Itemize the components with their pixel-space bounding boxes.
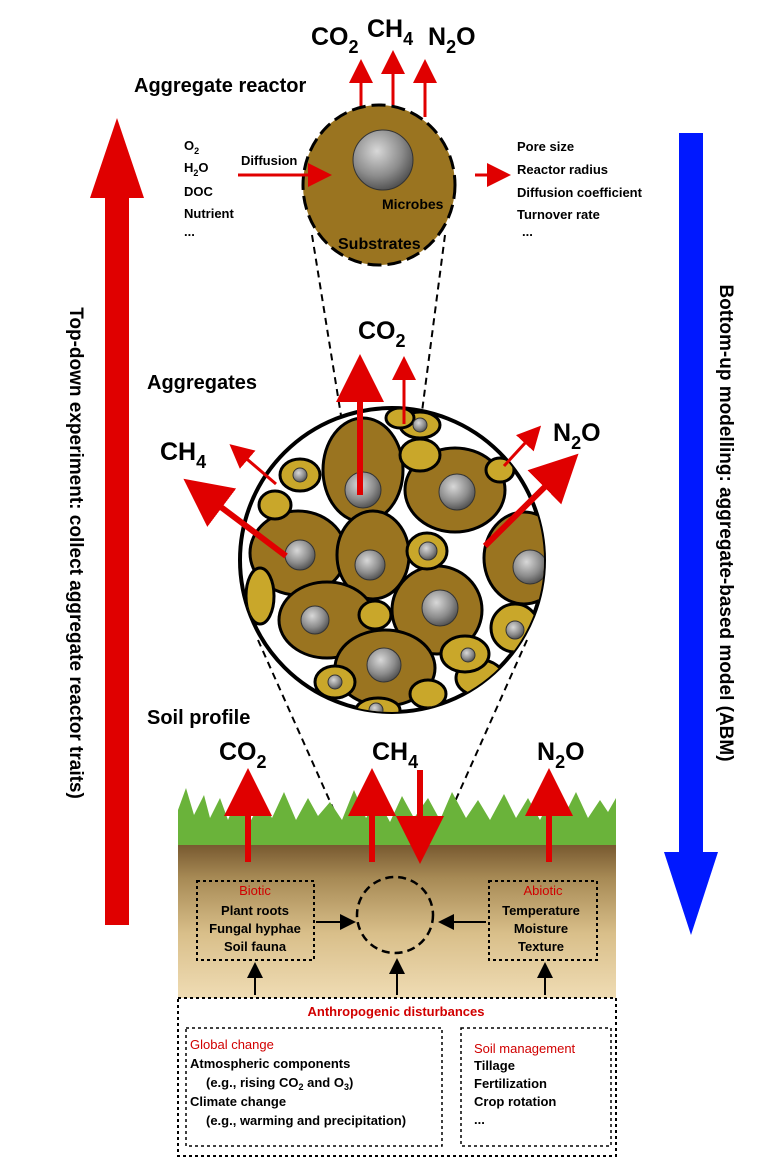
aggregate-emission-arrows <box>183 354 579 559</box>
input-more: ... <box>184 224 195 239</box>
aggregate-cluster <box>238 406 546 714</box>
substrates-label: Substrates <box>338 236 421 253</box>
driver-arrows <box>247 914 553 995</box>
abiotic-title: Abiotic <box>523 883 563 898</box>
global-change-climate-example: (e.g., warming and precipitation) <box>206 1113 406 1128</box>
top-down-label: Top-down experiment: collect aggregate r… <box>65 307 86 799</box>
input-doc: DOC <box>184 184 214 199</box>
reactor-gas-ch4: CH4 <box>367 15 413 49</box>
global-change-title: Global change <box>190 1037 274 1052</box>
anthropogenic-box: Anthropogenic disturbances Global change… <box>177 997 617 1157</box>
reactor-gas-labels: CO2 CH4 N2O <box>311 15 476 57</box>
input-o2: O2 <box>184 138 199 156</box>
abiotic-item-moisture: Moisture <box>514 921 568 936</box>
reactor-title: Aggregate reactor <box>134 75 306 97</box>
abiotic-item-temperature: Temperature <box>502 903 580 918</box>
soil-management-box <box>460 1027 612 1147</box>
diffusion-label: Diffusion <box>241 153 297 168</box>
reactor-microbe-cluster <box>352 129 414 191</box>
soil-management-title: Soil management <box>474 1041 576 1056</box>
reactor-gas-co2: CO2 <box>311 23 359 57</box>
biotic-item-fungal-hyphae: Fungal hyphae <box>209 921 301 936</box>
soil-gas-co2: CO2 <box>219 738 267 772</box>
microbes-label: Microbes <box>382 196 444 212</box>
trait-diffusion-coefficient: Diffusion coefficient <box>517 185 643 200</box>
soil-aggregate-circle <box>355 875 435 955</box>
aggregate-gas-n2o: N2O <box>553 419 601 453</box>
soil-gas-ch4: CH4 <box>372 738 418 772</box>
aggregate-gas-co2: CO2 <box>358 317 406 351</box>
trait-reactor-radius: Reactor radius <box>517 162 608 177</box>
soil-gas-arrows <box>224 768 573 864</box>
abiotic-item-texture: Texture <box>518 939 564 954</box>
global-change-box <box>185 1027 443 1147</box>
reactor-traits: Pore size Reactor radius Diffusion coeff… <box>517 139 643 239</box>
soil-management-tillage: Tillage <box>474 1058 515 1073</box>
anthropogenic-title: Anthropogenic disturbances <box>308 1004 485 1019</box>
global-change-atmospheric: Atmospheric components <box>190 1056 350 1071</box>
soil-profile-title: Soil profile <box>147 707 250 729</box>
trait-turnover-rate: Turnover rate <box>517 207 600 222</box>
aggregates-title: Aggregates <box>147 372 257 394</box>
biotic-title: Biotic <box>239 883 271 898</box>
reactor-inputs: O2 H2O DOC Nutrient ... <box>184 138 235 239</box>
trait-more: ... <box>522 224 533 239</box>
biotic-item-plant-roots: Plant roots <box>221 903 289 918</box>
bottom-up-arrow <box>664 133 718 935</box>
biotic-box: Biotic Plant roots Fungal hyphae Soil fa… <box>196 880 315 961</box>
bottom-up-label: Bottom-up modelling: aggregate-based mod… <box>715 284 736 761</box>
top-down-arrow <box>90 118 144 925</box>
reactor-gas-n2o: N2O <box>428 23 476 57</box>
biotic-item-soil-fauna: Soil fauna <box>224 939 287 954</box>
abiotic-box: Abiotic Temperature Moisture Texture <box>488 880 598 961</box>
input-h2o: H2O <box>184 160 209 178</box>
input-nutrient: Nutrient <box>184 206 235 221</box>
soil-management-fertilization: Fertilization <box>474 1076 547 1091</box>
global-change-atmospheric-example: (e.g., rising CO2 and O3) <box>206 1075 353 1092</box>
aggregate-gas-ch4: CH4 <box>160 438 206 472</box>
soil-gas-labels: CO2 CH4 N2O <box>219 738 585 772</box>
aggregate-gas-labels: CO2 CH4 N2O <box>160 317 601 472</box>
trait-pore-size: Pore size <box>517 139 574 154</box>
global-change-climate: Climate change <box>190 1094 286 1109</box>
soil-management-more: ... <box>474 1112 485 1127</box>
soil-management-crop-rotation: Crop rotation <box>474 1094 556 1109</box>
soil-gas-n2o: N2O <box>537 738 585 772</box>
